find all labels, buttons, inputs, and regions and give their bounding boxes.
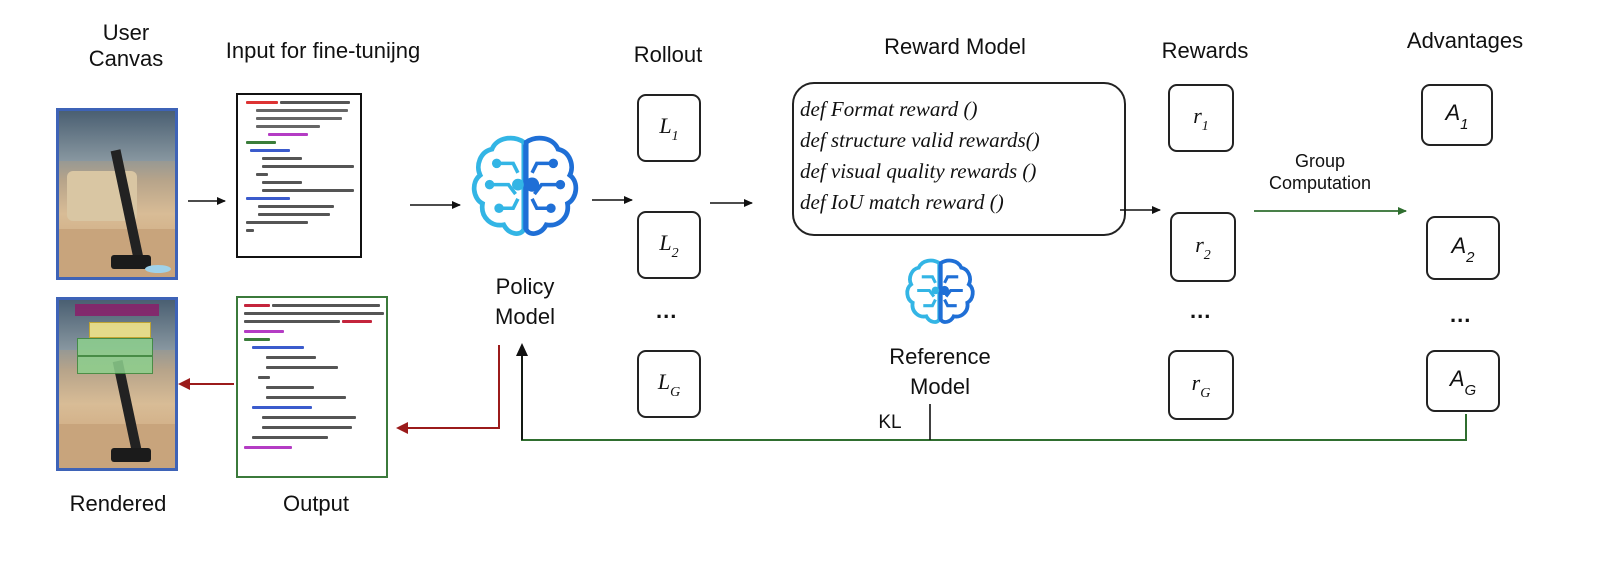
rollout-ellipsis: ...	[656, 298, 678, 323]
kl-label: KL	[878, 412, 902, 433]
advantages-ellipsis: ...	[1450, 302, 1472, 327]
user-canvas-image	[56, 108, 178, 280]
reward-function-visual-quality: def visual quality rewards ()	[800, 159, 1037, 183]
reward-model-box: def Format reward () def structure valid…	[792, 82, 1126, 236]
reward-function-structure: def structure valid rewards()	[800, 128, 1040, 152]
rollout-label: Rollout	[633, 42, 703, 67]
advantage-box-g: AG	[1426, 350, 1500, 412]
reward-function-format: def Format reward ()	[800, 97, 978, 121]
input-label: Input for fine-tunijng	[225, 38, 421, 63]
layout-box-text-1	[89, 322, 151, 338]
policy-model-label: Policy Model	[495, 274, 555, 329]
rollout-box-2: L2	[637, 211, 701, 279]
reward-box-1: r1	[1168, 84, 1234, 152]
reward-box-g: rG	[1168, 350, 1234, 420]
rewards-ellipsis: ...	[1190, 298, 1212, 323]
reward-model-label: Reward Model	[884, 34, 1026, 59]
layout-box-logo	[75, 304, 159, 316]
output-label: Output	[282, 491, 350, 516]
rollout-box-1: L1	[637, 94, 701, 162]
layout-box-text-3	[77, 356, 153, 374]
advantage-box-2: A2	[1426, 216, 1500, 280]
rendered-image	[56, 297, 178, 471]
reference-model-brain-icon	[902, 254, 978, 330]
arrow-policy-to-output	[396, 345, 500, 434]
arrow-advantage-feedback	[521, 348, 1467, 441]
policy-model-brain-icon	[466, 128, 584, 246]
layout-box-text-2	[77, 338, 153, 356]
rewards-label: Rewards	[1161, 38, 1249, 63]
reward-function-iou: def IoU match reward ()	[800, 190, 1004, 214]
group-computation-label: Group Computation	[1268, 151, 1372, 193]
advantages-label: Advantages	[1406, 28, 1524, 53]
advantage-box-1: A1	[1421, 84, 1493, 146]
input-document	[236, 93, 362, 258]
reward-box-2: r2	[1170, 212, 1236, 282]
rendered-label: Rendered	[69, 491, 167, 516]
reference-model-label: Reference Model	[889, 344, 991, 399]
user-canvas-label: User Canvas	[88, 20, 164, 71]
rollout-box-g: LG	[637, 350, 701, 418]
output-document	[236, 296, 388, 478]
